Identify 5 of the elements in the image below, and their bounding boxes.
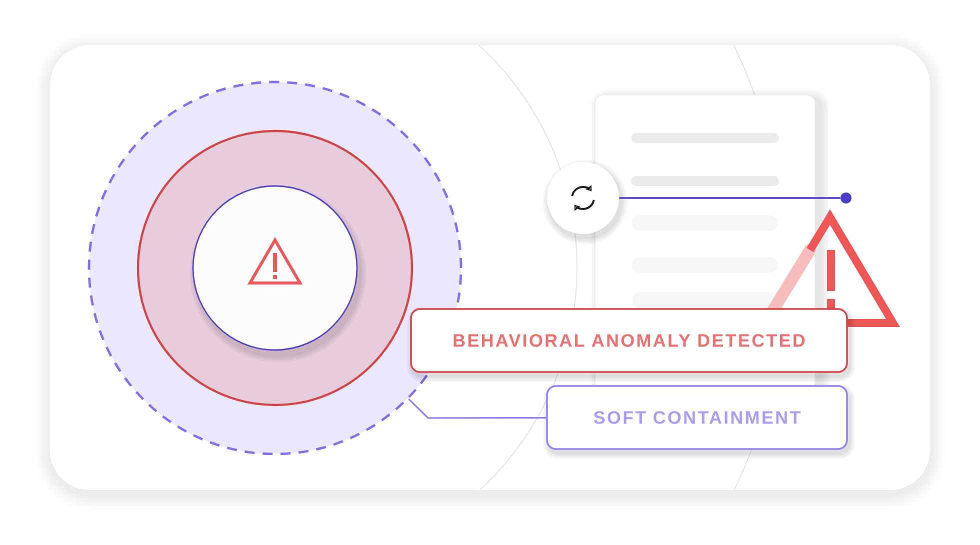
dot (840, 192, 852, 204)
leader-line (408, 398, 546, 419)
label-box: BEHAVIORAL ANOMALY DETECTED (410, 308, 848, 373)
connector-line (619, 197, 840, 199)
label-box: SOFT CONTAINMENT (546, 385, 848, 450)
